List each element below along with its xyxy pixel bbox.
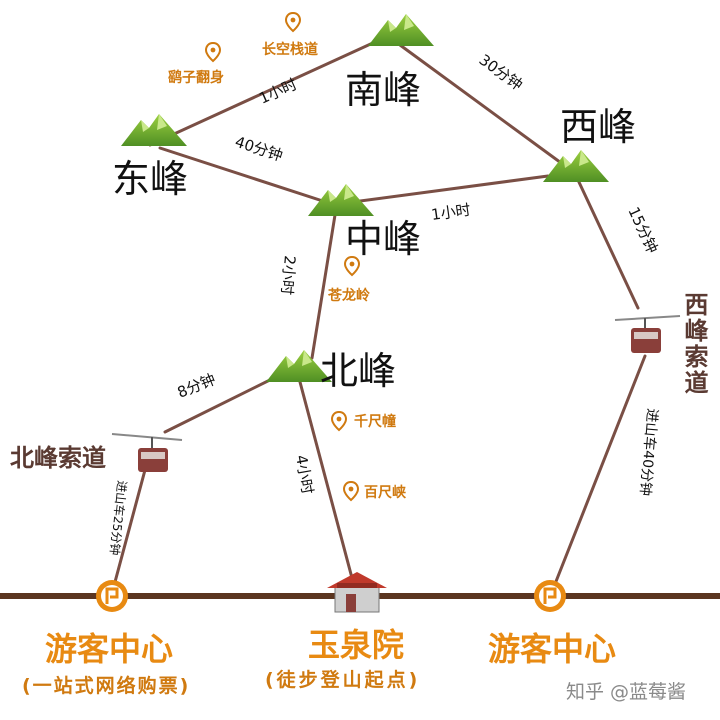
route-north-center: 2小时 xyxy=(278,255,299,296)
south-peak-mountain-icon xyxy=(368,14,434,46)
south-peak-label: 南峰 xyxy=(345,68,421,112)
trail-east-center xyxy=(158,146,337,207)
route-north-yuquan: 4小时 xyxy=(292,454,317,496)
qianchi-location-icon xyxy=(331,411,347,431)
baichi-location-icon xyxy=(343,481,359,501)
west-cableway-label: 西峰索道 xyxy=(680,292,708,396)
route-center-west: 1小时 xyxy=(430,201,472,224)
yuquan-sub: (徒步登山起点) xyxy=(265,668,420,691)
yaozi-location-icon xyxy=(205,42,221,62)
trail-cable-right-center xyxy=(553,354,647,586)
trail-north-cable xyxy=(163,372,284,434)
north-cable-car-icon xyxy=(111,433,183,472)
route-west-cable: 15分钟 xyxy=(624,204,661,256)
zhihu-watermark: 知乎 @蓝莓酱 xyxy=(566,681,686,703)
left-visitor-center-name: 游客中心 xyxy=(45,630,173,668)
north-cableway-label: 北峰索道 xyxy=(10,444,106,472)
route-east-center: 40分钟 xyxy=(233,133,285,165)
trail-east-south xyxy=(148,40,377,147)
poi-canglong: 苍龙岭 xyxy=(327,287,370,304)
west-cable-car-icon xyxy=(614,315,681,353)
poi-baichi: 百尺峡 xyxy=(364,484,407,501)
west-peak-mountain-icon xyxy=(543,150,609,182)
trail-lines xyxy=(113,40,647,586)
yuquan-name: 玉泉院 xyxy=(308,626,404,664)
trail-center-west xyxy=(343,174,550,205)
poi-yaozi: 鹞子翻身 xyxy=(168,69,224,86)
changkong-location-icon xyxy=(285,12,301,32)
route-north-cable: 8分钟 xyxy=(175,370,218,402)
route-south-west: 30分钟 xyxy=(476,51,526,94)
left-visitor-center-logo-icon xyxy=(94,578,130,614)
center-peak-label: 中峰 xyxy=(345,217,421,261)
poi-qianchi: 千尺幢 xyxy=(354,413,396,430)
right-visitor-center-name: 游客中心 xyxy=(488,630,616,668)
route-west-cable-to-center: 进山车40分钟 xyxy=(636,408,661,497)
east-peak-label: 东峰 xyxy=(112,157,188,201)
north-peak-label: 北峰 xyxy=(320,349,396,393)
yuquan-temple-icon xyxy=(327,572,387,613)
trail-south-west xyxy=(398,43,570,170)
trail-center-north xyxy=(310,213,337,360)
left-visitor-center-sub: (一站式网络购票) xyxy=(22,674,190,697)
trail-west-cable xyxy=(576,178,640,310)
trail-cable-left-center xyxy=(113,468,147,584)
poi-changkong: 长空栈道 xyxy=(262,41,318,58)
right-visitor-center-logo-icon xyxy=(532,578,568,614)
trail-north-yuquan xyxy=(298,380,354,580)
route-east-south: 1小时 xyxy=(256,75,299,108)
east-peak-mountain-icon xyxy=(121,114,187,146)
west-peak-label: 西峰 xyxy=(560,105,636,149)
